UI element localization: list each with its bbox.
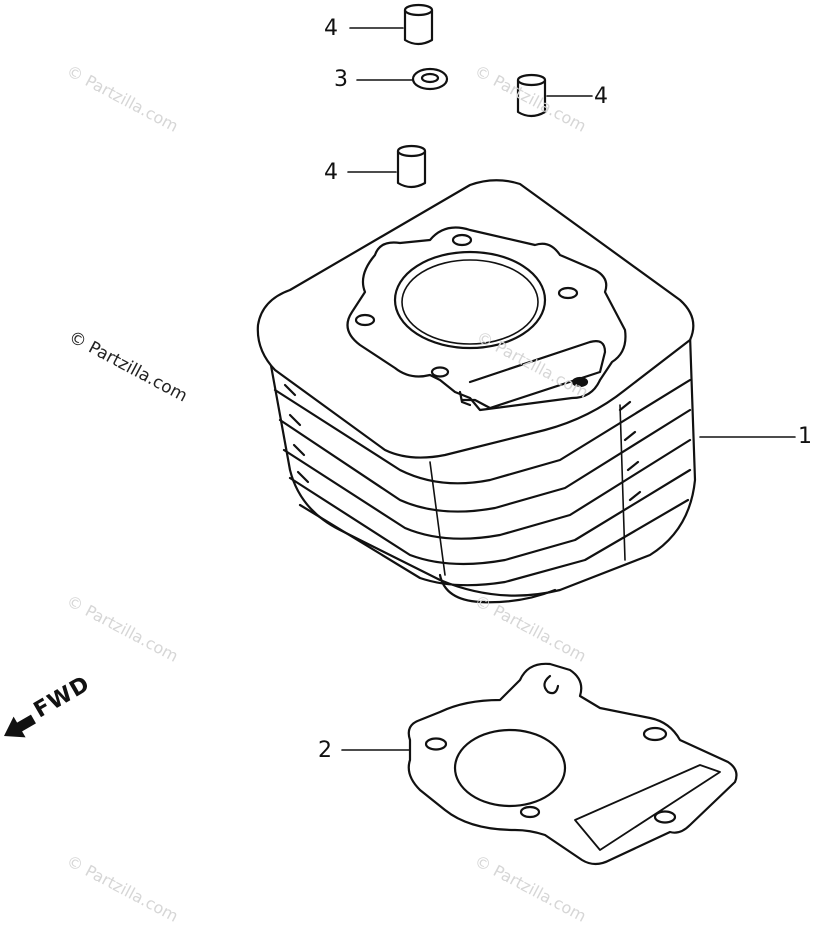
callout-cylinder: 1 bbox=[798, 424, 812, 449]
callout-gasket: 2 bbox=[318, 738, 332, 763]
cylinder-block bbox=[256, 179, 697, 604]
o-ring bbox=[411, 67, 449, 91]
parts-diagram bbox=[4, 3, 796, 866]
dowel-pin-right bbox=[516, 73, 547, 118]
callout-dowel-mid: 4 bbox=[324, 160, 338, 185]
callout-dowel-right: 4 bbox=[594, 84, 608, 109]
base-gasket bbox=[407, 662, 738, 866]
dowel-pin-top bbox=[403, 3, 434, 46]
callout-dowel-top: 4 bbox=[324, 16, 338, 41]
arrow-left-icon bbox=[4, 714, 36, 738]
dowel-pin-mid bbox=[396, 144, 427, 189]
callout-o-ring: 3 bbox=[334, 67, 348, 92]
